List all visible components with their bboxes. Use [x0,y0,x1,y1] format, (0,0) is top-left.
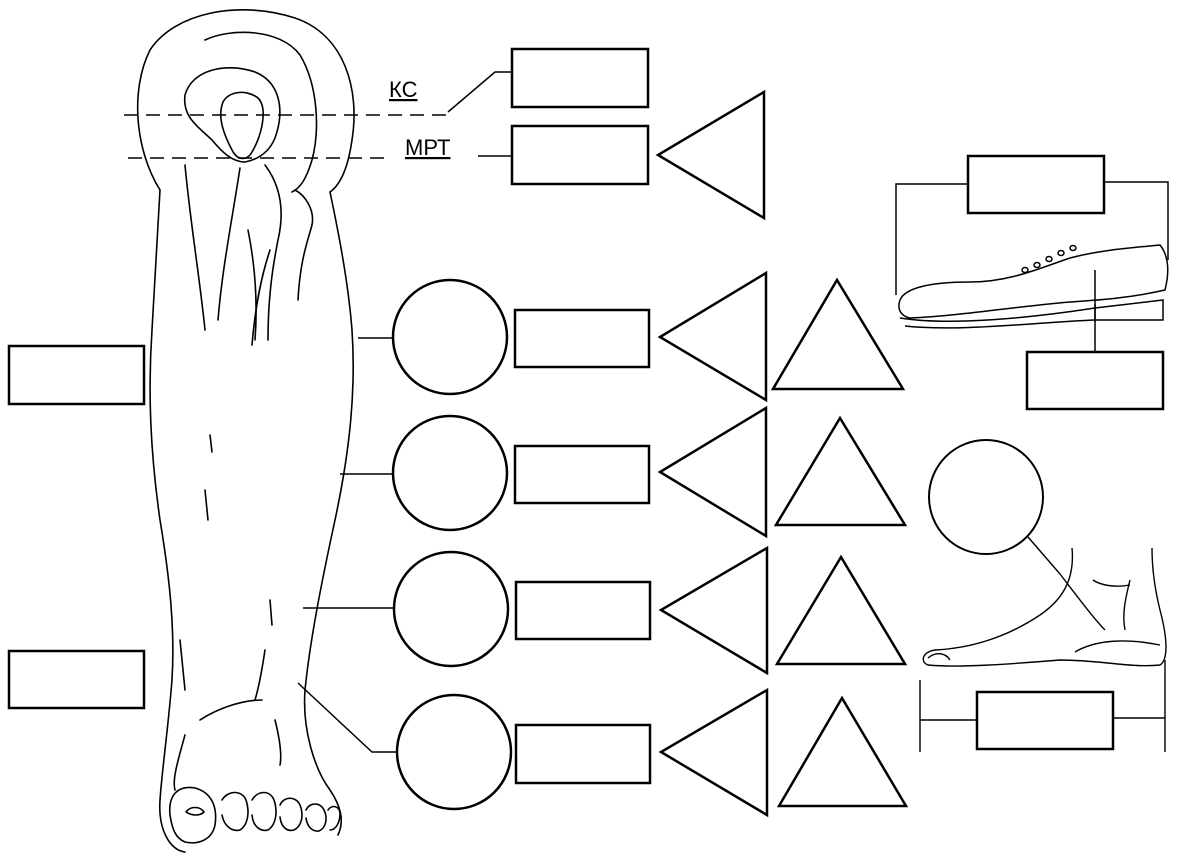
mpt-label: МРТ [405,135,450,160]
left-box-lower[interactable] [7,649,146,710]
row-1-box[interactable] [513,308,651,369]
foot-inner-2 [1074,640,1161,653]
patella [184,67,281,163]
shoe-upper [898,244,1169,319]
row-3-circle[interactable] [392,550,510,668]
shoe-illustration [895,181,1169,352]
leg-detail-1 [209,434,213,453]
toe-2 [221,791,249,832]
foot-inner-4 [1092,579,1131,587]
tibia-line-3 [264,164,282,341]
top-left-triangle[interactable] [655,89,766,221]
leg-detail-2 [204,489,209,521]
kc-answer-box[interactable] [510,47,650,109]
shoe-eyelet-4 [1057,249,1065,257]
shoe-bracket-left [895,183,968,295]
foot-inner-1 [1059,573,1106,631]
row-3-up-triangle[interactable] [774,554,908,666]
big-toe [169,786,217,844]
level-lines [124,71,512,159]
foot-circle[interactable] [928,439,1044,555]
row-2-left-triangle[interactable] [657,405,768,539]
row-2 [340,405,908,539]
row-4-leader [297,682,397,753]
leg-detail-5 [254,649,266,701]
row-3 [303,545,908,676]
knee-outline [136,9,355,193]
tibia-line-2 [217,167,241,321]
row-1-up-triangle[interactable] [770,277,906,391]
foot-circle-leader [1027,536,1061,575]
toe-4 [279,797,303,832]
shoe-sole [899,299,1164,329]
row-3-box[interactable] [514,580,652,641]
foot-inner-3 [1123,579,1131,631]
row-4 [297,682,909,818]
row-4-box[interactable] [514,723,652,785]
big-toe-nail [185,806,205,816]
ankle-line-3 [274,719,282,766]
fibula-line-1 [294,189,314,301]
shoe-top-box[interactable] [966,154,1106,215]
ankle-line [199,699,263,721]
leg-detail-4 [269,599,273,626]
row-4-up-triangle[interactable] [776,695,909,808]
knee-inner-outline [204,31,318,193]
row-4-left-triangle[interactable] [658,687,769,818]
leg-illustration [136,9,355,853]
fibula-line-3 [251,249,271,346]
row-1-left-triangle[interactable] [657,270,768,403]
kc-label: КС [389,77,418,102]
row-4-circle[interactable] [395,693,513,811]
shoe-eyelet-5 [1069,244,1077,252]
row-2-circle[interactable] [391,414,509,532]
leg-outline-right [303,191,355,836]
row-2-box[interactable] [513,444,651,505]
shoe-bottom-box[interactable] [1025,350,1165,411]
kc-leader-line [447,71,512,113]
toe-6 [327,805,341,831]
shoe-bracket-right [1105,181,1169,260]
row-1-circle[interactable] [391,278,509,396]
shoe-eyelet-2 [1033,261,1041,269]
shoe-eyelet-3 [1045,255,1053,263]
mpt-answer-box[interactable] [510,124,650,186]
ankle-line-2 [173,734,186,791]
foot-illustration [919,536,1167,752]
tibia-line-1 [184,164,206,331]
left-box-upper[interactable] [7,344,146,406]
foot-toe [927,653,951,661]
toe-5 [305,803,327,832]
leg-detail-3 [179,639,186,691]
row-2-up-triangle[interactable] [773,415,908,527]
patella-inner [219,91,264,160]
row-3-left-triangle[interactable] [658,545,769,676]
leg-outline-left [149,189,186,853]
toe-3 [251,791,277,832]
foot-outline [922,547,1167,667]
fibula-line-2 [247,229,257,341]
row-1 [358,270,906,403]
shoe-eyelet-1 [1021,266,1029,274]
foot-box[interactable] [975,690,1115,751]
